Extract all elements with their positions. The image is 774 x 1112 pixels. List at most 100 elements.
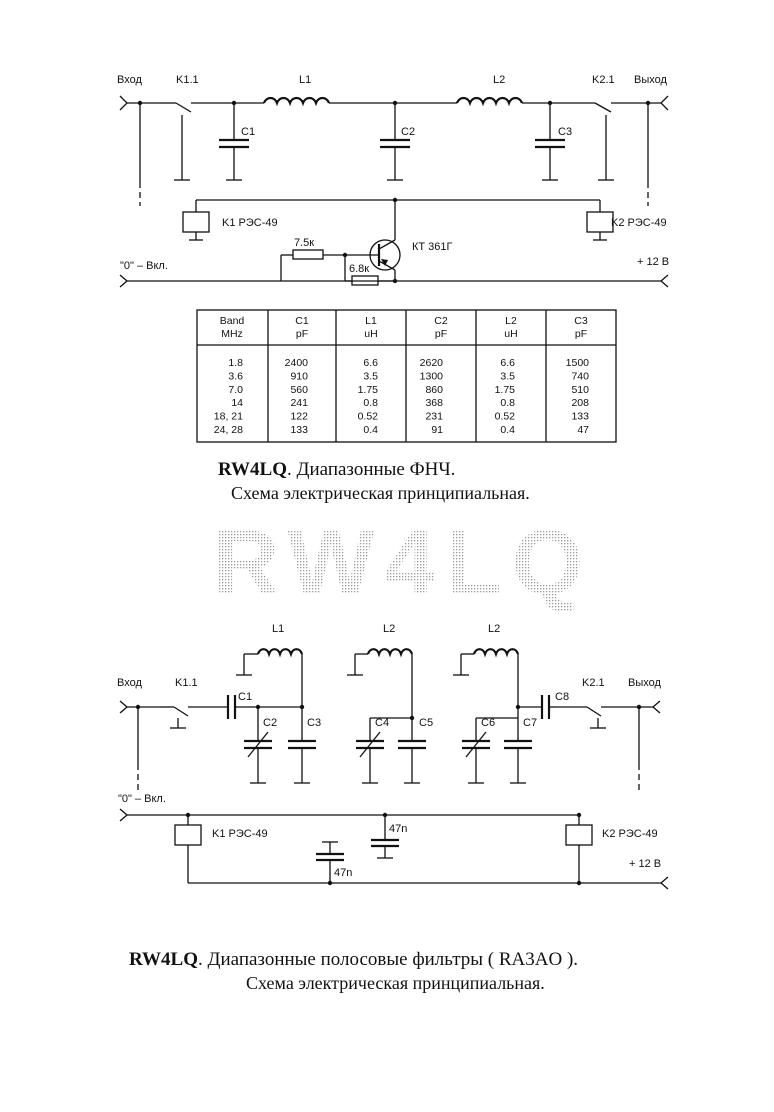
- table-cell: 122: [290, 411, 308, 423]
- bpf-c4-label: C4: [375, 717, 389, 729]
- resistor-7k5: [292, 249, 324, 260]
- table-cell: 910: [290, 370, 308, 382]
- bpf-k11-label: K1.1: [175, 677, 198, 689]
- table-cell: 6.6: [363, 357, 378, 369]
- table-cell: 3.5: [363, 370, 378, 382]
- decoupling-cap-lower: [316, 841, 344, 883]
- table-cell: 0.4: [500, 424, 515, 436]
- l2-label: L2: [493, 74, 505, 86]
- table-cell: 133: [571, 411, 589, 423]
- caption2-line1: RW4LQ. Диапазонные полосовые фильтры ( R…: [129, 949, 578, 970]
- table-cell: 18, 21: [214, 411, 243, 423]
- caption1-callsign: RW4LQ: [218, 459, 287, 480]
- table-header-cell: L2: [505, 315, 517, 327]
- c3-label: C3: [558, 126, 572, 138]
- k11-label: K1.1: [176, 74, 199, 86]
- table-cell: 0.8: [363, 397, 378, 409]
- table-cell: 24, 28: [214, 424, 243, 436]
- cap-47n-upper-label: 47n: [389, 823, 407, 835]
- table-cell: 3.6: [228, 370, 243, 382]
- relay-contact-k11: [160, 102, 234, 181]
- transistor-kt361: [345, 200, 401, 281]
- k1-relay-label: K1 РЭС-49: [222, 217, 278, 229]
- inductor-l2: [455, 96, 524, 107]
- bpf-k21-label: K2.1: [582, 677, 605, 689]
- bpf-plus12-label: + 12 В: [629, 858, 661, 870]
- bpf-l2b-label: L2: [488, 623, 500, 635]
- table-header-cell: C1: [295, 315, 309, 327]
- table-header-cell: MHz: [221, 328, 243, 340]
- table-cell: 6.6: [500, 357, 515, 369]
- bpf-c2-label: C2: [263, 717, 277, 729]
- table-cell: 47: [577, 424, 589, 436]
- table-header-cell: uH: [504, 328, 517, 340]
- relay-contact-k21: [550, 102, 628, 181]
- caption2-callsign: RW4LQ: [129, 949, 198, 970]
- table-header-cell: pF: [575, 328, 587, 340]
- table-cell: 14: [231, 397, 243, 409]
- bpf-c7-label: C7: [523, 717, 537, 729]
- table-header-cell: uH: [364, 328, 377, 340]
- bpf-c1-label: C1: [238, 691, 252, 703]
- table-cell: 0.4: [363, 424, 378, 436]
- table-header-cell: pF: [296, 328, 308, 340]
- caption1-line1: RW4LQ. Диапазонные ФНЧ.: [218, 459, 455, 480]
- c2-label: C2: [401, 126, 415, 138]
- table-cell: 91: [431, 424, 443, 436]
- capacitor-c1: [219, 103, 249, 181]
- bpf-schematic: Вход K1.1 L1 L2 L2 K2.1 Выход C1 C2 C3 C…: [117, 623, 669, 890]
- transistor-label: КТ 361Г: [412, 241, 453, 253]
- table-cell: 2400: [285, 357, 309, 369]
- table-cell: 740: [571, 370, 589, 382]
- table-cell: 0.8: [500, 397, 515, 409]
- table-cell: 0.52: [358, 411, 379, 423]
- capacitor-c2: [380, 103, 410, 181]
- table-cell: 208: [571, 397, 589, 409]
- zero-on-label: "0" – Вкл.: [120, 260, 168, 272]
- table-cell: 510: [571, 384, 589, 396]
- table-cell: 860: [425, 384, 443, 396]
- table-header-cell: L1: [365, 315, 377, 327]
- lpf-schematic: Вход K1.1 L1 L2 K2.1 Выход C1 C2 C3 K1 Р…: [117, 74, 669, 288]
- relay-coil-k1: [182, 211, 210, 233]
- table-cell: 7.0: [228, 384, 243, 396]
- table-cell: 2620: [420, 357, 444, 369]
- table-cell: 1300: [420, 370, 444, 382]
- table-cell: 1.75: [358, 384, 379, 396]
- bpf-l1-label: L1: [272, 623, 284, 635]
- bpf-output-connector: [652, 700, 661, 714]
- resistor-6k8-label: 6.8к: [349, 263, 369, 275]
- bpf-c6-label: C6: [481, 717, 495, 729]
- table-cell: 3.5: [500, 370, 515, 382]
- decoupling-cap-upper: [371, 815, 399, 859]
- table-cell: 133: [290, 424, 308, 436]
- output-label: Выход: [634, 74, 667, 86]
- table-header-cell: Band: [220, 315, 245, 327]
- resonator-2: [347, 648, 426, 784]
- c1-label: C1: [241, 126, 255, 138]
- plus12-label: + 12 В: [637, 256, 669, 268]
- bpf-output-label: Выход: [628, 677, 661, 689]
- l1-label: L1: [299, 74, 311, 86]
- table-cell: 231: [425, 411, 443, 423]
- table-cell: 1.75: [495, 384, 516, 396]
- bpf-relay-coil-k2: [565, 824, 593, 846]
- caption1-title: . Диапазонные ФНЧ.: [287, 459, 455, 480]
- k2-relay-label: K2 РЭС-49: [611, 217, 667, 229]
- bpf-zero-on-label: "0" – Вкл.: [118, 793, 166, 805]
- k21-label: K2.1: [592, 74, 615, 86]
- bpf-k2-relay-label: K2 РЭС-49: [602, 828, 658, 840]
- output-connector: [660, 95, 669, 111]
- bpf-relay-coil-k1: [174, 824, 202, 846]
- table-cell: 241: [290, 397, 308, 409]
- cap-47n-lower-label: 47n: [334, 867, 352, 879]
- table-header-cell: C3: [574, 315, 588, 327]
- caption2-title: . Диапазонные полосовые фильтры ( RA3AO …: [198, 949, 578, 970]
- capacitor-c3: [535, 103, 565, 181]
- input-connector: [119, 95, 128, 111]
- bpf-k1-relay-label: K1 РЭС-49: [212, 828, 268, 840]
- bpf-l2a-label: L2: [383, 623, 395, 635]
